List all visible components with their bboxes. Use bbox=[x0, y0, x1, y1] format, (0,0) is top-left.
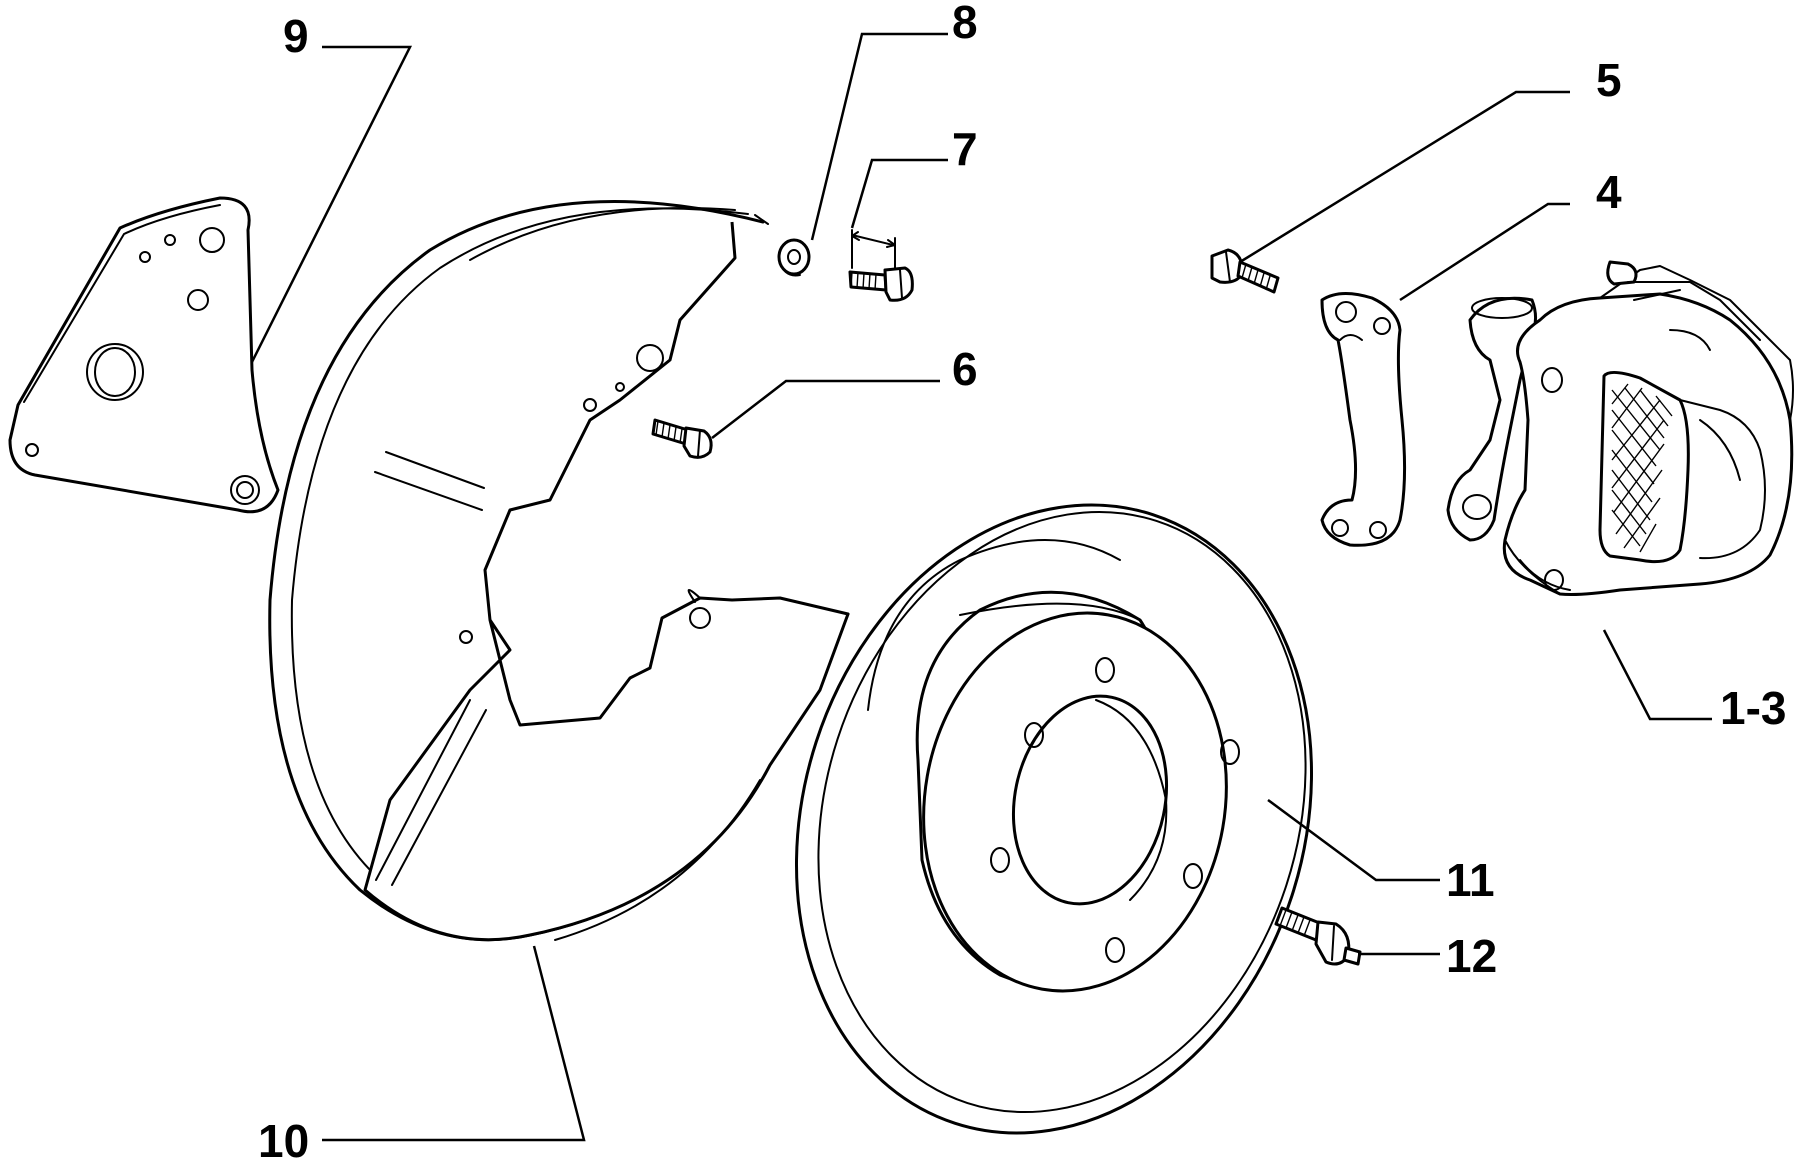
part-5-bolt bbox=[1210, 248, 1280, 294]
leader-4 bbox=[1399, 202, 1570, 302]
part-7-bolt bbox=[848, 229, 914, 302]
leader-1-3 bbox=[1602, 629, 1712, 721]
callout-6: 6 bbox=[952, 343, 978, 395]
part-12-bolt bbox=[1274, 906, 1362, 966]
leader-5 bbox=[1239, 90, 1570, 264]
callout-5: 5 bbox=[1596, 54, 1622, 106]
callout-11: 11 bbox=[1446, 854, 1495, 906]
part-1-3-caliper bbox=[1446, 260, 1794, 596]
part-4-caliper-plate bbox=[1320, 292, 1407, 547]
callout-9: 9 bbox=[283, 10, 309, 62]
leader-8 bbox=[810, 32, 948, 241]
callout-7: 7 bbox=[952, 123, 978, 175]
callout-12: 12 bbox=[1446, 930, 1497, 982]
part-11-brake-disc bbox=[794, 503, 1314, 1135]
part-9-mounting-bracket bbox=[8, 196, 280, 514]
callout-8: 8 bbox=[952, 0, 978, 48]
callout-1-3: 1-3 bbox=[1720, 682, 1786, 734]
callout-10: 10 bbox=[258, 1115, 309, 1160]
leader-11 bbox=[1267, 798, 1440, 882]
part-6-bolt bbox=[651, 418, 713, 459]
leader-9 bbox=[250, 45, 413, 363]
brake-pad-hatch bbox=[1611, 383, 1673, 553]
callout-labels: 9 8 7 6 5 4 1-3 11 12 10 bbox=[258, 0, 1786, 1160]
leader-lines bbox=[250, 32, 1712, 1142]
part-10-splash-shield bbox=[268, 200, 850, 942]
leader-6 bbox=[711, 379, 940, 439]
leader-7 bbox=[850, 158, 948, 229]
leader-10 bbox=[322, 945, 586, 1142]
callout-4: 4 bbox=[1596, 166, 1622, 218]
part-8-washer bbox=[777, 238, 811, 277]
